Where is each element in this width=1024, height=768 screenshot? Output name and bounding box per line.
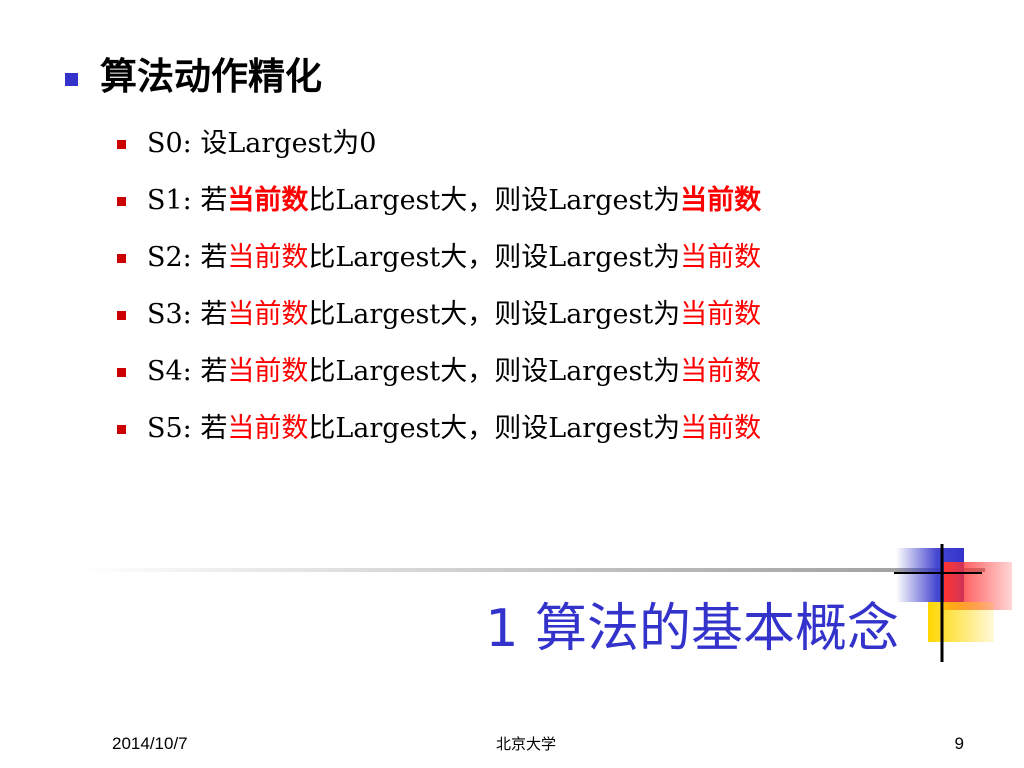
footer-date: 2014/10/7 <box>112 734 188 753</box>
square-bullet-icon <box>117 311 126 320</box>
current-number-highlight: 当前数 <box>680 242 762 273</box>
current-number-highlight: 当前数 <box>680 185 762 216</box>
step-item: S2: 若当前数比Largest大，则设Largest为当前数 <box>117 238 877 278</box>
current-number-highlight: 当前数 <box>680 299 762 330</box>
current-number-highlight: 当前数 <box>680 356 762 387</box>
step-prefix: S2: 若 <box>147 242 228 273</box>
footer-organization: 北京大学 <box>496 735 557 753</box>
step-text: S1: 若当前数比Largest大，则设Largest为当前数 <box>147 181 761 221</box>
step-item: S3: 若当前数比Largest大，则设Largest为当前数 <box>117 295 877 335</box>
current-number-highlight: 当前数 <box>227 413 309 444</box>
square-bullet-icon <box>117 425 126 434</box>
step-middle: 比Largest大，则设Largest为 <box>308 185 681 216</box>
step-item: S4: 若当前数比Largest大，则设Largest为当前数 <box>117 352 877 392</box>
current-number-highlight: 当前数 <box>680 413 762 444</box>
step-item: S1: 若当前数比Largest大，则设Largest为当前数 <box>117 181 877 221</box>
square-bullet-icon <box>117 254 126 263</box>
current-number-highlight: 当前数 <box>227 299 309 330</box>
step-prefix: S1: 若 <box>147 185 228 216</box>
section-heading: 算法动作精化 <box>100 55 322 98</box>
slide-title: 1 算法的基本概念 <box>485 599 899 659</box>
step-middle: 比Largest大，则设Largest为 <box>308 242 681 273</box>
step-prefix: S5: 若 <box>147 413 228 444</box>
divider-rule <box>80 568 985 572</box>
step-middle: 比Largest大，则设Largest为 <box>308 413 681 444</box>
square-bullet-icon <box>117 368 126 377</box>
page-number: 9 <box>954 734 964 753</box>
step-text: S5: 若当前数比Largest大，则设Largest为当前数 <box>147 409 761 449</box>
step-prefix: S0: 设Largest为0 <box>147 128 377 159</box>
current-number-highlight: 当前数 <box>227 185 309 216</box>
square-bullet-icon <box>117 197 126 206</box>
step-middle: 比Largest大，则设Largest为 <box>308 299 681 330</box>
step-text: S0: 设Largest为0 <box>147 124 376 164</box>
step-text: S2: 若当前数比Largest大，则设Largest为当前数 <box>147 238 761 278</box>
square-bullet-icon <box>117 140 126 149</box>
step-text: S4: 若当前数比Largest大，则设Largest为当前数 <box>147 352 761 392</box>
current-number-highlight: 当前数 <box>227 356 309 387</box>
color-blocks-decoration-icon <box>894 544 1012 662</box>
current-number-highlight: 当前数 <box>227 242 309 273</box>
step-item: S0: 设Largest为0 <box>117 124 877 164</box>
step-middle: 比Largest大，则设Largest为 <box>308 356 681 387</box>
step-prefix: S3: 若 <box>147 299 228 330</box>
step-item: S5: 若当前数比Largest大，则设Largest为当前数 <box>117 409 877 449</box>
step-prefix: S4: 若 <box>147 356 228 387</box>
square-bullet-icon <box>65 73 78 86</box>
step-text: S3: 若当前数比Largest大，则设Largest为当前数 <box>147 295 761 335</box>
